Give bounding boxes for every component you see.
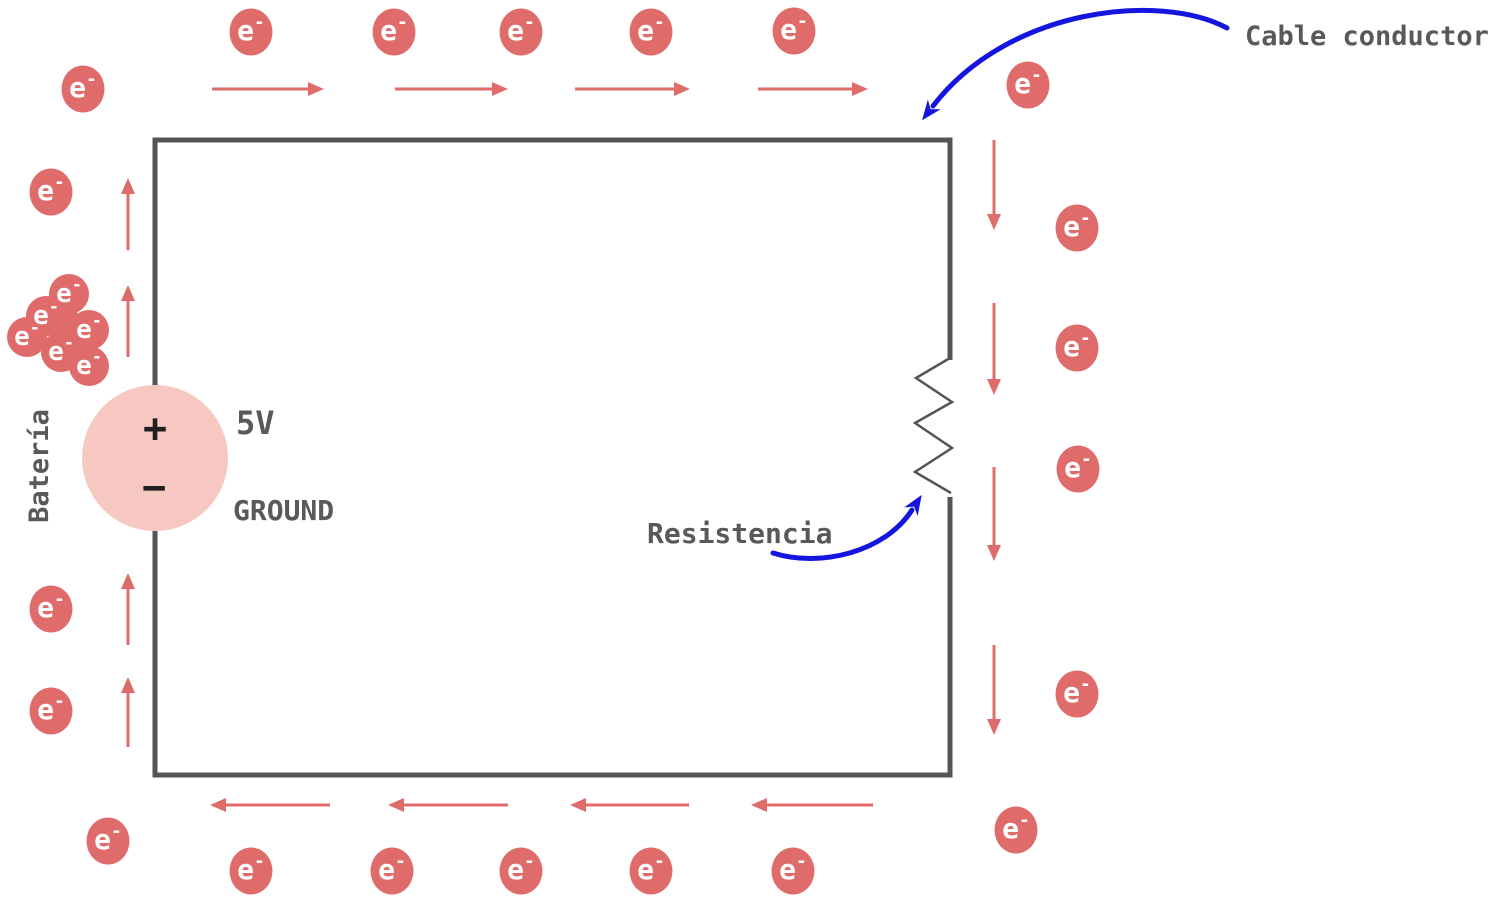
battery-plus-terminal: + bbox=[143, 406, 167, 452]
electron-label: e- bbox=[237, 12, 265, 47]
electron: e- bbox=[229, 8, 273, 56]
battery bbox=[82, 385, 228, 531]
circuit-wire bbox=[152, 137, 953, 778]
ground-label: GROUND bbox=[233, 494, 334, 527]
resistor-zigzag bbox=[912, 356, 955, 495]
electron: e- bbox=[1056, 445, 1100, 493]
voltage-label: 5V bbox=[236, 404, 275, 442]
electron: e- bbox=[629, 8, 673, 56]
electron: e- bbox=[229, 847, 273, 895]
cluster-electron bbox=[69, 310, 109, 350]
electron: e- bbox=[772, 7, 816, 55]
electron: e- bbox=[61, 65, 105, 113]
battery-label: Batería bbox=[24, 409, 55, 523]
electron-cluster: e-e-e-e-e-e- bbox=[7, 274, 109, 386]
electron: e- bbox=[1006, 61, 1050, 109]
resistor-label: Resistencia bbox=[647, 517, 832, 550]
resistor-annotation-arrow bbox=[770, 494, 922, 561]
cable-annotation-arrow bbox=[922, 7, 1230, 121]
electron: e- bbox=[1055, 324, 1099, 372]
electron: e- bbox=[29, 585, 73, 633]
electron: e- bbox=[370, 847, 414, 895]
free-electrons: e-e-e-e-e-e-e-e-e-e-e-e-e-e-e-e-e-e-e-e-… bbox=[29, 7, 1100, 895]
electron: e- bbox=[994, 806, 1038, 854]
electron-flow-arrows bbox=[121, 82, 1001, 812]
electron: e- bbox=[1055, 670, 1099, 718]
electron: e- bbox=[499, 847, 543, 895]
electron: e- bbox=[372, 8, 416, 56]
electron: e- bbox=[29, 687, 73, 735]
cluster-electron bbox=[69, 346, 109, 386]
electron: e- bbox=[1055, 204, 1099, 252]
electron-label: e- bbox=[94, 821, 122, 856]
battery-minus-terminal: − bbox=[142, 465, 166, 511]
electron: e- bbox=[86, 817, 130, 865]
cluster-electron bbox=[7, 317, 47, 357]
electron-label: e- bbox=[14, 318, 40, 352]
cable-label: Cable conductor bbox=[1245, 21, 1489, 52]
electron: e- bbox=[499, 8, 543, 56]
electron-label: e- bbox=[37, 691, 65, 726]
electron: e- bbox=[29, 168, 73, 216]
electron-label: e- bbox=[779, 851, 807, 886]
electron: e- bbox=[629, 847, 673, 895]
electron: e- bbox=[771, 847, 815, 895]
